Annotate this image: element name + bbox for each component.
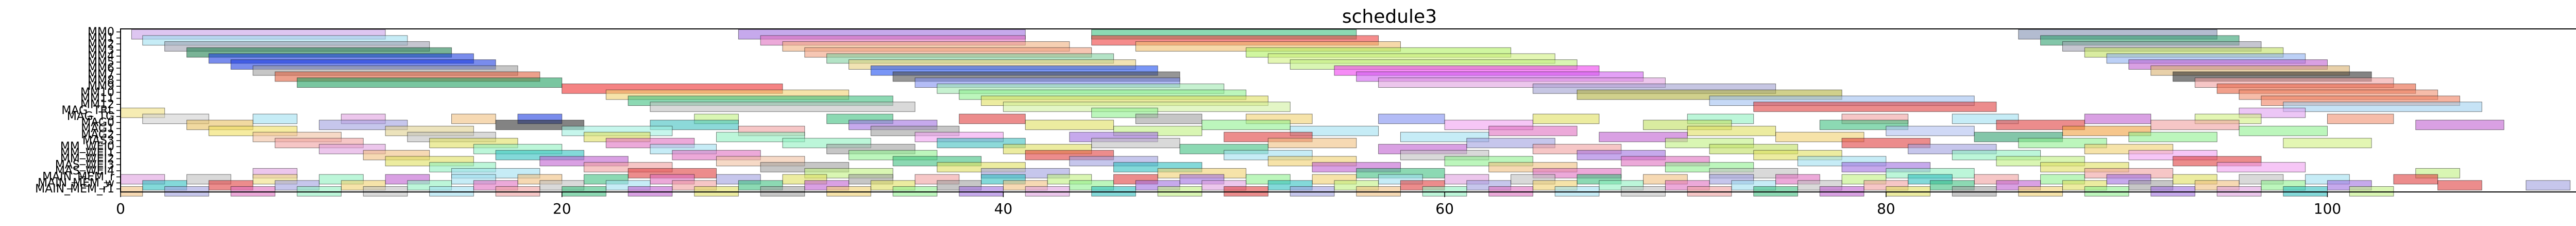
task-bar xyxy=(2239,125,2328,136)
task-bar xyxy=(650,102,916,112)
task-bar xyxy=(2327,114,2394,124)
y-tick-label: MM4 xyxy=(88,50,114,63)
x-tick-label: 80 xyxy=(1877,200,1895,217)
y-tick-label: MM6 xyxy=(88,62,114,75)
y-tick-label: MAIN_MEM_r xyxy=(42,171,115,184)
task-bar xyxy=(1952,186,1997,197)
task-bar xyxy=(1886,186,1930,197)
task-bar xyxy=(1025,120,1114,130)
y-tick-label: MM9 xyxy=(88,80,114,93)
y-tick-label: MM10 xyxy=(80,86,114,99)
task-bar xyxy=(363,186,408,197)
x-tick-label: 60 xyxy=(1435,200,1454,217)
y-tick-label: MM_WEI1 xyxy=(60,147,114,159)
task-bar xyxy=(2150,120,2240,130)
y-tick-label: MAG2 xyxy=(81,128,114,141)
task-bar xyxy=(1532,114,1600,124)
task-bar xyxy=(2283,138,2372,149)
y-tick-label: MAIN_MEM_w xyxy=(38,176,114,189)
task-bar xyxy=(252,114,298,124)
task-bar xyxy=(2415,120,2504,130)
y-tick-label: MAS_WEI3 xyxy=(55,158,114,171)
task-bar xyxy=(1687,186,1732,197)
task-bar xyxy=(164,186,209,197)
task-bar xyxy=(1025,186,1070,197)
task-bar xyxy=(1886,125,1975,136)
task-bar xyxy=(694,186,739,197)
task-bar xyxy=(2084,186,2129,197)
task-bar xyxy=(1621,186,1666,197)
task-bar xyxy=(297,186,342,197)
task-bar xyxy=(1753,102,1997,112)
task-bar xyxy=(892,186,938,197)
y-tick-label: MM0 xyxy=(88,26,114,39)
y-tick-label: MM12 xyxy=(80,98,114,111)
y-tick-label: MAG1 xyxy=(81,122,114,135)
y-tick-label: MAG_TG xyxy=(67,110,114,123)
x-tick-label: 40 xyxy=(994,200,1013,217)
task-bar xyxy=(1356,186,1401,197)
task-bar xyxy=(2216,186,2262,197)
task-bar xyxy=(429,186,474,197)
task-bar xyxy=(120,186,143,197)
y-tick-label: MM2 xyxy=(88,38,114,51)
task-bar xyxy=(2283,102,2482,112)
task-bar xyxy=(1201,120,1291,130)
task-bar xyxy=(959,114,1026,124)
y-tick-label: MAS3 xyxy=(82,135,114,148)
task-bar xyxy=(959,186,1004,197)
task-bar xyxy=(1753,186,1798,197)
task-bar xyxy=(1224,186,1268,197)
y-tick-label: MAG_TRL xyxy=(61,104,114,117)
task-bar xyxy=(1135,114,1202,124)
y-tick-label: MM_WEI2 xyxy=(60,153,114,166)
task-bar xyxy=(1819,186,1865,197)
task-bar xyxy=(1157,186,1202,197)
task-bar xyxy=(1091,186,1136,197)
task-bar xyxy=(1378,114,1445,124)
y-tick-label: MM8 xyxy=(88,74,114,87)
task-bar xyxy=(451,114,496,124)
chart-title: schedule3 xyxy=(1342,6,1437,27)
task-bar xyxy=(297,77,563,88)
task-bar xyxy=(2084,114,2151,124)
task-bar xyxy=(760,186,805,197)
y-tick-label: MM5 xyxy=(88,56,114,69)
task-bar xyxy=(826,186,871,197)
task-bar xyxy=(2437,180,2482,190)
task-bar xyxy=(1554,186,1600,197)
task-bar xyxy=(2216,162,2306,172)
x-tick-label: 20 xyxy=(553,200,571,217)
y-tick-label: MAS_WEI4 xyxy=(55,165,114,177)
task-bar xyxy=(2526,180,2571,190)
y-tick-label: MM11 xyxy=(80,92,114,105)
task-bar xyxy=(1267,138,1357,149)
x-tick-label: 100 xyxy=(2314,200,2341,217)
task-bar xyxy=(1091,138,1180,149)
task-bar xyxy=(562,186,606,197)
y-tick-label: MM3 xyxy=(88,44,114,57)
y-tick-label: MAIN_MEM_r1 xyxy=(35,183,114,196)
task-bar xyxy=(1488,186,1533,197)
task-bar xyxy=(1687,125,1776,136)
task-bar xyxy=(2018,186,2063,197)
task-bar xyxy=(1290,186,1335,197)
x-tick-label: 0 xyxy=(116,200,125,217)
y-tick-label: MM1 xyxy=(88,32,114,45)
task-bar xyxy=(1488,125,1578,136)
y-tick-label: MAG0 xyxy=(81,116,114,129)
task-bar xyxy=(495,186,540,197)
task-bar xyxy=(2349,186,2394,197)
y-tick-label: MM7 xyxy=(88,68,114,81)
y-tick-label: MM_WEI0 xyxy=(60,140,114,153)
task-bar xyxy=(230,186,276,197)
task-bar xyxy=(2150,186,2195,197)
task-bar xyxy=(2128,132,2217,142)
task-bar xyxy=(2283,186,2328,197)
task-bar xyxy=(628,186,673,197)
task-bar xyxy=(2393,174,2438,185)
